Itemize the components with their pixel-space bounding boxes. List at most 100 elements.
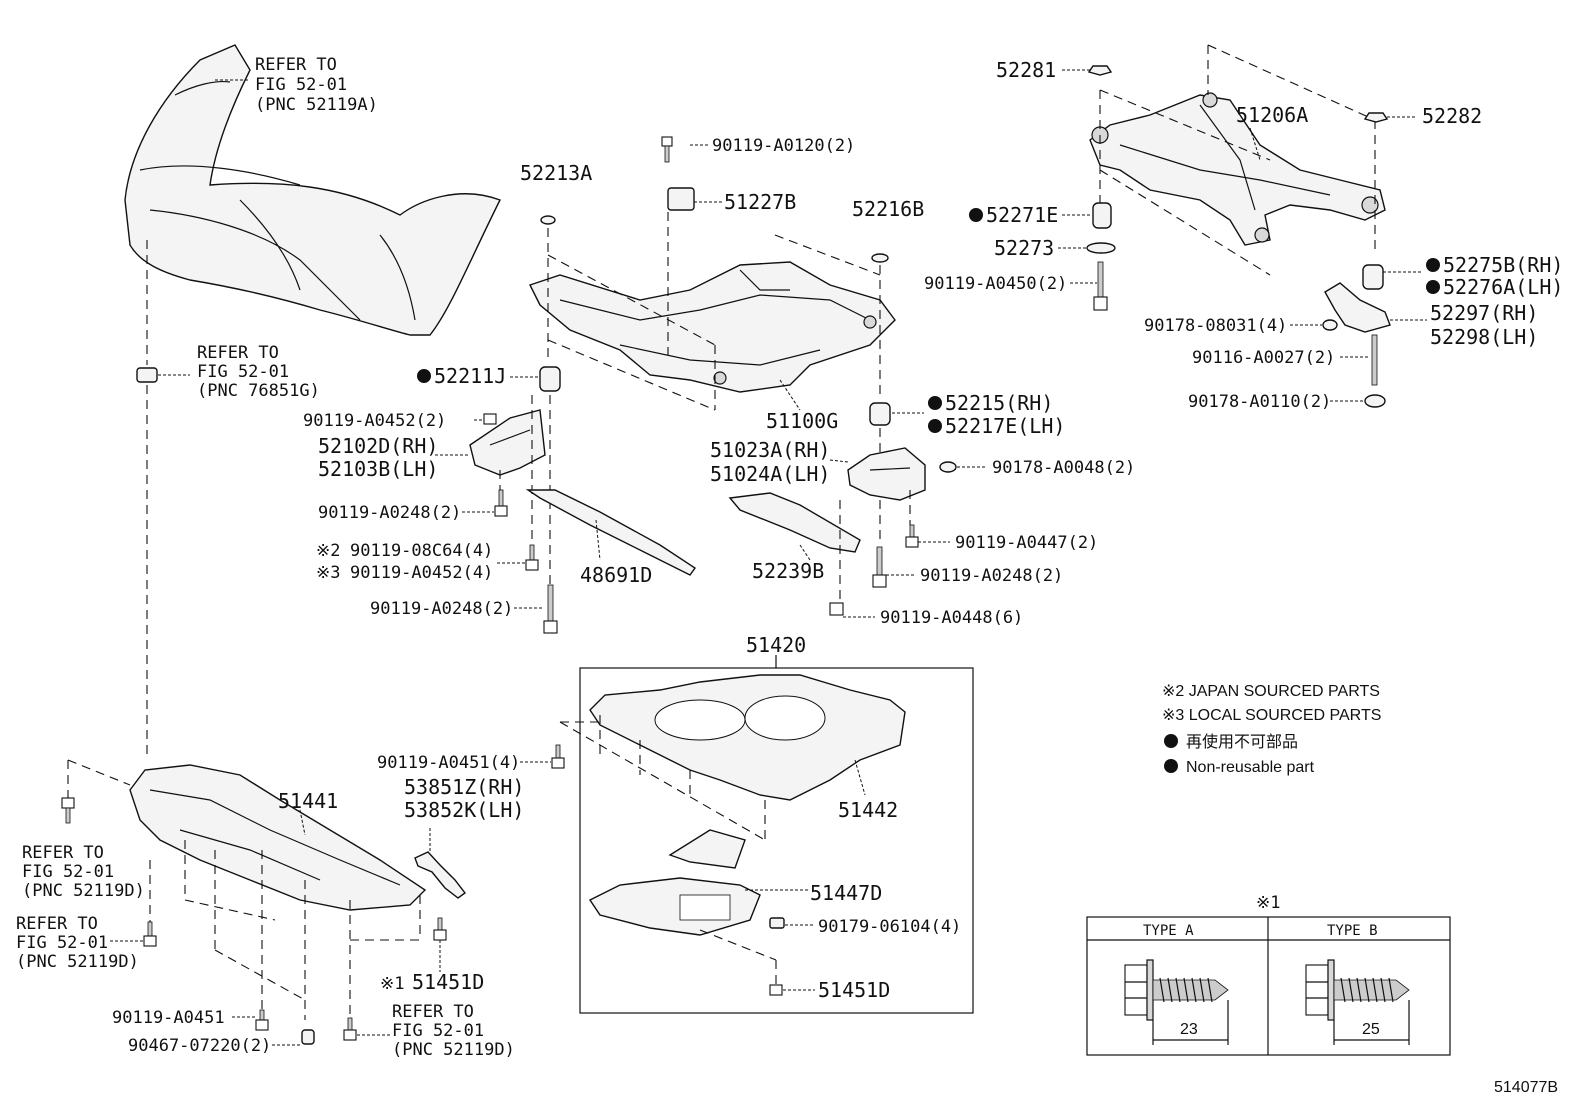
label-52273: 52273: [994, 236, 1054, 260]
bolt-90119-a0248-c: [872, 546, 887, 588]
bottom-ref-line3: (PNC 52119D): [392, 1040, 515, 1060]
nut-52282: [1363, 112, 1389, 123]
label-52213a: 52213A: [520, 161, 592, 185]
label-90119-a0248-b: 90119-A0248(2): [370, 599, 513, 619]
label-51420: 51420: [746, 633, 806, 657]
bolt-90119-a0451-b: [255, 1009, 269, 1031]
label-52271e: 52271E: [986, 203, 1058, 227]
label-51206a: 51206A: [1236, 103, 1308, 127]
cover-piece: [668, 829, 746, 869]
label-90119-a0452-b: 90119-A0452(4): [350, 563, 493, 583]
bolt-90119-08c64: [525, 544, 539, 571]
mark-note2: ※2: [316, 541, 340, 561]
front-suspension-crossmember: [529, 261, 896, 393]
label-52102d: 52102D(RH): [318, 434, 438, 458]
bolt-bottom-ref: [343, 1017, 357, 1041]
bumper-clip: [136, 367, 158, 383]
lower-arm-51023a: [847, 447, 926, 501]
type-table-title: ※1: [1256, 893, 1280, 913]
label-90119-a0452-a: 90119-A0452(2): [303, 411, 446, 431]
type-b-length: 25: [1362, 1021, 1380, 1038]
label-90119-a0447: 90119-A0447(2): [955, 533, 1098, 553]
label-90119-a0248-c: 90119-A0248(2): [920, 566, 1063, 586]
washer-52216b: [871, 253, 889, 263]
bottom-ref-line1: REFER TO: [392, 1002, 474, 1022]
label-90119-a0451-a: 90119-A0451(4): [377, 753, 520, 773]
bolt-51451d-box: [769, 984, 783, 996]
label-90119-a0120: 90119-A0120(2): [712, 136, 855, 156]
bottom-ref-line2: FIG 52-01: [392, 1021, 484, 1041]
bracket-53851z: [414, 851, 466, 899]
left-ref1-line1: REFER TO: [22, 843, 104, 863]
left-ref2-line2: FIG 52-01: [16, 933, 108, 953]
bushing-52271e: [1092, 202, 1112, 229]
legend-local-sourced: ※3 LOCAL SOURCED PARTS: [1162, 707, 1381, 724]
label-51451d: 51451D: [412, 970, 484, 994]
label-51441: 51441: [278, 789, 338, 813]
screw-type-table: [1086, 916, 1451, 1056]
bushing-52211j: [539, 366, 561, 392]
legend-japan-sourced: ※2 JAPAN SOURCED PARTS: [1162, 683, 1380, 700]
bumper-ref-line3: (PNC 52119A): [255, 95, 378, 115]
label-52103b: 52103B(LH): [318, 457, 438, 481]
rear-suspension-member: [1089, 92, 1386, 246]
label-90178-08031: 90178-08031(4): [1144, 316, 1287, 336]
brace-48691d: [525, 489, 696, 576]
legend-non-reusable-jp: 再使用不可部品: [1186, 733, 1298, 751]
label-52282: 52282: [1422, 104, 1482, 128]
bolt-90119-a0450: [1093, 261, 1108, 311]
label-52239b: 52239B: [752, 559, 824, 583]
label-52215: 52215(RH): [945, 391, 1053, 415]
label-90119-a0451-b: 90119-A0451: [112, 1008, 225, 1028]
non-reusable-dot-52217e: [928, 419, 942, 433]
bushing-52215: [869, 402, 891, 426]
label-90178-a0110: 90178-A0110(2): [1188, 392, 1331, 412]
legend-non-reusable: Non-reusable part: [1186, 759, 1315, 776]
legend-dot-en: [1164, 759, 1178, 773]
plate-52239b: [728, 492, 861, 553]
label-52217e: 52217E(LH): [945, 414, 1065, 438]
bolt-90119-a0452-a: [483, 413, 497, 425]
bolt-90119-a0447: [905, 524, 919, 548]
type-a-length: 23: [1180, 1021, 1198, 1038]
label-53851z: 53851Z(RH): [404, 775, 524, 799]
nut-90178-a0048: [939, 461, 957, 473]
nut-90178-08031: [1322, 319, 1338, 331]
label-90119-a0450: 90119-A0450(2): [924, 274, 1067, 294]
label-51451d-box: 51451D: [818, 978, 890, 1002]
stud-90116-a0027: [1371, 334, 1378, 386]
bolt-90119-a0248-a: [494, 489, 508, 517]
label-90467-07220: 90467-07220(2): [128, 1036, 271, 1056]
bushing-52275b: [1362, 264, 1384, 290]
label-52275b: 52275B(RH): [1443, 253, 1563, 277]
label-51023a: 51023A(RH): [710, 438, 830, 462]
screw-type-b-icon: [1305, 959, 1410, 1045]
bracket-51227b: [661, 136, 695, 211]
non-reusable-dot-52276a: [1426, 280, 1440, 294]
label-52281: 52281: [996, 58, 1056, 82]
screw-type-a-icon: [1124, 959, 1229, 1045]
label-90116-a0027: 90116-A0027(2): [1192, 348, 1335, 368]
washer-52213a: [540, 215, 556, 225]
label-51447d: 51447D: [810, 881, 882, 905]
front-under-cover-51441: [129, 764, 427, 911]
left-ref1-line2: FIG 52-01: [22, 862, 114, 882]
label-48691d: 48691D: [580, 563, 652, 587]
washer-52273: [1086, 242, 1116, 254]
type-a-header: TYPE A: [1143, 923, 1194, 939]
bolt-90119-a0451-a: [551, 744, 565, 769]
non-reusable-dot-52275b: [1426, 258, 1440, 272]
mark-note3: ※3: [316, 563, 340, 583]
label-51442: 51442: [838, 798, 898, 822]
mark-note1: ※1: [380, 974, 404, 994]
bolt-left-upper: [61, 797, 75, 824]
clip-ref-line3: (PNC 76851G): [197, 381, 320, 401]
label-52297: 52297(RH): [1430, 301, 1538, 325]
label-90119-08c64: 90119-08C64(4): [350, 541, 493, 561]
left-ref1-line3: (PNC 52119D): [22, 881, 145, 901]
label-90119-a0248-a: 90119-A0248(2): [318, 503, 461, 523]
legend-dot-jp: [1164, 734, 1178, 748]
front-bumper-cover: [124, 44, 501, 336]
nut-52281: [1087, 65, 1113, 76]
